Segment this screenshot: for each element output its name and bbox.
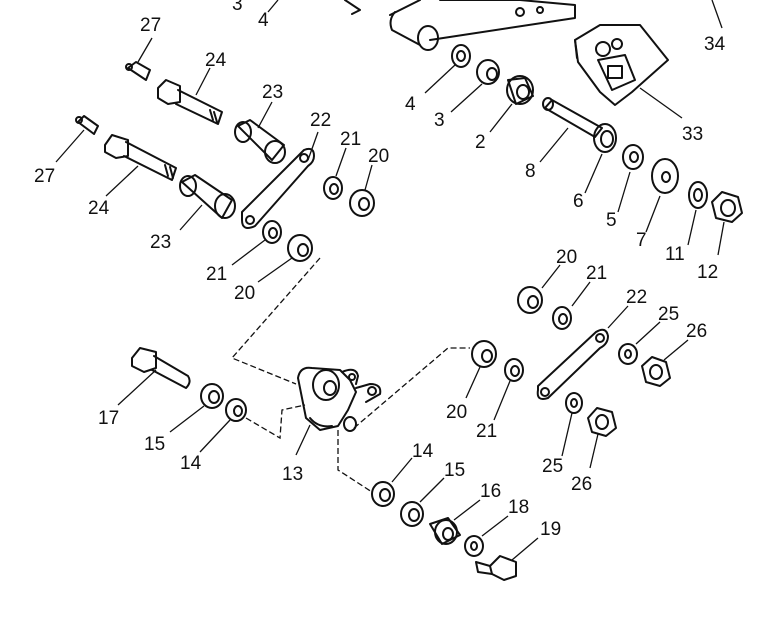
label-14-lower: 14	[412, 441, 434, 462]
label-27-upper: 27	[140, 15, 161, 36]
collar-part-15-lower	[400, 501, 424, 527]
label-22-right: 22	[626, 287, 647, 308]
washer-part-7	[651, 158, 679, 194]
label-34: 34	[704, 34, 726, 55]
label-27-lower: 27	[34, 166, 55, 187]
bushing-part-2	[506, 75, 534, 105]
assembly-line-bolt	[245, 404, 306, 440]
label-3-right: 3	[434, 110, 445, 131]
label-13: 13	[282, 464, 303, 485]
bushing-part-20-right	[517, 286, 543, 314]
label-15-lower: 15	[444, 460, 465, 481]
part-number-labels: 3 4 34 27 24 23 4 3 2 8 6 5 7 11 12 33 2…	[34, 0, 726, 540]
bolt-part-19	[475, 555, 517, 581]
label-20-center: 20	[446, 402, 467, 423]
grease-nipple-part-27-upper	[125, 61, 151, 81]
label-33: 33	[682, 124, 703, 145]
label-11: 11	[665, 244, 685, 265]
bracket-part-33	[574, 24, 669, 106]
relay-arm-part-13	[297, 366, 382, 432]
bolt-part-24-upper	[157, 79, 223, 125]
label-20-right: 20	[556, 247, 577, 268]
spacer-part-16	[429, 517, 461, 545]
collar-part-15-left	[200, 383, 224, 409]
washer-part-11	[688, 181, 708, 209]
bushing-part-3	[476, 59, 500, 85]
link-plate-part-22-upper	[241, 147, 315, 229]
assembly-line-right	[353, 347, 470, 429]
grease-nipple-part-27-lower	[75, 115, 99, 135]
label-14-left: 14	[180, 453, 202, 474]
collar-part-21-middle	[262, 220, 282, 244]
nut-part-26-right	[641, 356, 671, 387]
label-24-lower: 24	[88, 198, 110, 219]
label-4-right: 4	[405, 94, 416, 115]
nut-part-12	[711, 191, 743, 223]
label-17: 17	[98, 408, 119, 429]
washer-part-18	[464, 535, 484, 557]
collar-part-14-left	[225, 398, 247, 422]
label-26-right: 26	[686, 321, 707, 342]
sleeve-part-23-upper	[234, 119, 286, 164]
bushing-part-20-center	[471, 340, 497, 368]
label-8: 8	[525, 161, 536, 182]
collar-part-4	[451, 44, 471, 68]
label-21-upper: 21	[340, 129, 361, 150]
label-21-right: 21	[586, 263, 607, 284]
label-20-middle: 20	[234, 283, 255, 304]
label-22-upper: 22	[310, 110, 331, 131]
label-6: 6	[573, 191, 584, 212]
collar-part-21-upper	[323, 176, 343, 200]
label-16: 16	[480, 481, 501, 502]
main-arm	[344, 0, 576, 51]
label-25-lower: 25	[542, 456, 563, 477]
washer-part-25-lower	[565, 392, 583, 414]
nut-part-26-lower	[587, 407, 617, 437]
label-24-upper: 24	[205, 50, 227, 71]
label-19: 19	[540, 519, 561, 540]
bolt-part-24-lower	[104, 134, 177, 181]
label-18: 18	[508, 497, 529, 518]
label-12: 12	[697, 262, 718, 283]
bushing-part-20-middle	[287, 234, 313, 262]
label-4-top: 4	[258, 10, 269, 31]
label-20-upper: 20	[368, 146, 389, 167]
label-23-upper: 23	[262, 82, 283, 103]
label-23-lower: 23	[150, 232, 171, 253]
label-21-middle: 21	[206, 264, 227, 285]
label-15-left: 15	[144, 434, 165, 455]
washer-part-5	[622, 144, 644, 170]
bolt-part-17	[131, 347, 191, 389]
label-21-center: 21	[476, 421, 497, 442]
washer-part-25-right	[618, 343, 638, 365]
sleeve-part-23-lower	[179, 174, 236, 219]
collar-part-14-lower	[371, 481, 395, 507]
bushing-part-20-upper	[349, 189, 375, 217]
label-2: 2	[475, 132, 486, 153]
assembly-line-left	[230, 257, 321, 385]
label-7: 7	[636, 230, 647, 251]
collar-part-21-right	[552, 306, 572, 330]
shaft-part-8	[542, 97, 603, 138]
link-plate-part-22-right	[536, 328, 609, 400]
label-3-top: 3	[232, 0, 243, 15]
label-5: 5	[606, 210, 617, 231]
collar-part-21-center	[504, 358, 524, 382]
label-26-lower: 26	[571, 474, 592, 495]
label-25-right: 25	[658, 304, 679, 325]
assembly-line-lower	[337, 430, 373, 493]
bearing-part-6	[593, 123, 617, 153]
